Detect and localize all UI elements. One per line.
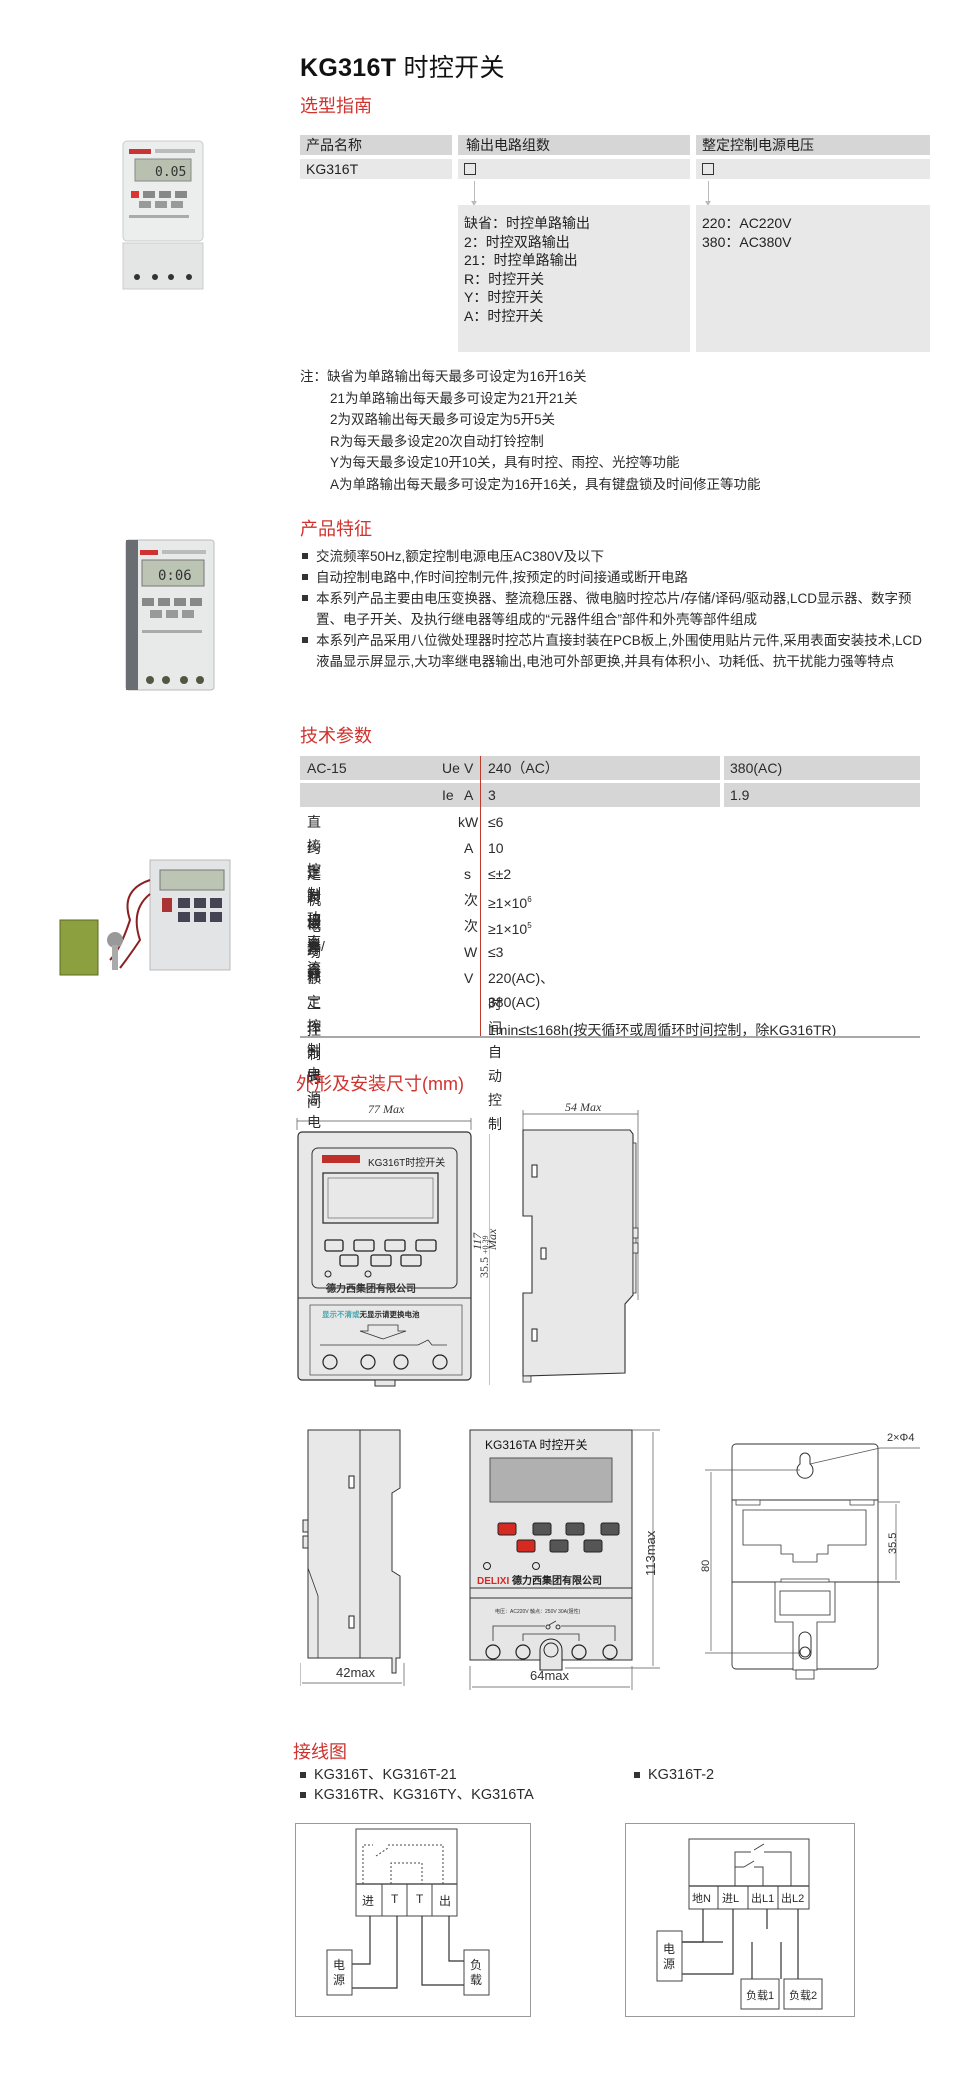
terminal-t2: T <box>416 1892 424 1906</box>
front2-label: KG316TA 时控开关 <box>485 1438 588 1452</box>
dim-height-113: 113max <box>643 1530 658 1576</box>
feature-item: 本系列产品主要由电压变换器、整流稳压器、微电脑时控芯片/存储/译码/驱动器,LC… <box>300 588 930 630</box>
voltage-checkbox <box>702 163 714 175</box>
terminal-t1: T <box>391 1892 399 1906</box>
wiring-diagram-2: 地N 进L 出L1 出L2 电源 负载1 负载2 <box>625 1823 855 2017</box>
terminal-out: 出 <box>439 1894 452 1908</box>
load1-label: 负载1 <box>746 1990 775 2002</box>
tech-row-ie: Ie A 3 1.9 <box>300 783 920 807</box>
output-checkbox <box>464 163 476 175</box>
front1-label: KG316T时控开关 <box>368 1158 446 1169</box>
product-photo-kg316t: 0.05 <box>115 135 215 293</box>
voltage-options: 220：AC220V 380：AC380V <box>696 205 930 352</box>
table-divider <box>480 756 481 1036</box>
front1-company: 德力西集团有限公司 <box>326 1284 416 1295</box>
dim-holes: 2×Φ4 <box>887 1432 915 1444</box>
model-name: KG316T <box>300 54 397 82</box>
dim-width-64: 64max <box>530 1668 570 1683</box>
section-wiring-title: 接线图 <box>293 1742 347 1762</box>
sel-product-value: KG316T <box>300 159 452 179</box>
front2-company: DELIXI 德力西集团有限公司 <box>477 1576 603 1587</box>
section-tech-title: 技术参数 <box>300 726 372 746</box>
product-photo-kg316ty <box>50 850 240 980</box>
product-photo-kg316t-2: 0:06 <box>120 530 220 695</box>
load2-label: 负载2 <box>789 1990 818 2002</box>
wiring-model-item: KG316T、KG316T-21 <box>298 1765 534 1785</box>
power-source-label: 电源 <box>663 1942 676 1971</box>
section-selection-title: 选型指南 <box>300 96 372 116</box>
front-view-kg316ta: KG316TA 时控开关 DELIXI 德力西集团有限公司 电压：AC220V … <box>465 1428 665 1698</box>
load-label: 负载 <box>470 1958 483 1987</box>
tech-params-table: AC-15 Ue V 240（AC） 380(AC) Ie A 3 1.9 直接… <box>300 756 920 1154</box>
front-view-kg316t: 77 Max KG316T时控开关 德力西集团有限公司 显示不清或无显示请更换电… <box>290 1100 499 1400</box>
title-cn: 时控开关 <box>403 54 505 82</box>
section-features-title: 产品特征 <box>300 519 372 539</box>
arrow-down-icon <box>471 181 477 206</box>
terminal-out-l1: 出L1 <box>751 1893 775 1905</box>
arrow-down-icon <box>705 181 711 206</box>
page-title: KG316T 时控开关 <box>300 48 505 84</box>
sel-voltage-checkbox-cell <box>696 159 930 179</box>
terminal-in-l: 进L <box>722 1893 740 1905</box>
wiring-model-item: KG316TR、KG316TY、KG316TA <box>298 1785 534 1805</box>
svg-text:0.05: 0.05 <box>155 165 186 180</box>
feature-item: 本系列产品采用八位微处理器时控芯片直接封装在PCB板上,外围使用贴片元件,采用表… <box>300 630 930 672</box>
svg-text:0:06: 0:06 <box>158 568 192 584</box>
features-list: 交流频率50Hz,额定控制电源电压AC380V及以下 自动控制电路中,作时间控制… <box>300 546 930 672</box>
feature-item: 自动控制电路中,作时间控制元件,按预定的时间接通或断开电路 <box>300 567 930 588</box>
wiring-models-right: KG316T-2 <box>632 1765 714 1785</box>
feature-item: 交流频率50Hz,额定控制电源电压AC380V及以下 <box>300 546 930 567</box>
output-options: 缺省：时控单路输出 2：时控双路输出 21：时控单路输出 R：时控开关 Y：时控… <box>458 205 690 352</box>
selection-notes: 注：缺省为单路输出每天最多可设定为16开16关 21为单路输出每天最多可设定为2… <box>300 369 761 492</box>
front1-warning: 显示不清或无显示请更换电池 <box>322 1310 420 1319</box>
terminal-out-l2: 出L2 <box>781 1893 805 1905</box>
wiring-model-item: KG316T-2 <box>632 1765 714 1785</box>
side-view-kg316t: 54 Max 35.5 +0.39 <box>477 1100 660 1400</box>
wiring-models-left: KG316T、KG316T-21 KG316TR、KG316TY、KG316TA <box>298 1765 534 1805</box>
dim-rail-35-5: 35.5 +0.39 <box>477 1235 491 1278</box>
power-source-label: 电源 <box>333 1958 346 1987</box>
dim-height-80: 80 <box>700 1559 712 1572</box>
table-bottom-border <box>300 1036 920 1038</box>
terminal-ground-n: 地N <box>692 1893 711 1905</box>
sel-header-product: 产品名称 <box>300 135 452 155</box>
back-view-mounting: 2×Φ4 80 35.5 <box>700 1430 950 1690</box>
side-view-kg316ta: 42max <box>299 1428 430 1688</box>
dim-width-42: 42max <box>336 1665 376 1680</box>
dim-width-77: 77 Max <box>368 1102 405 1116</box>
section-dimensions-title: 外形及安装尺寸(mm) <box>296 1074 464 1094</box>
dim-rail-35-5-back: 35.5 <box>887 1532 899 1554</box>
sel-output-checkbox-cell <box>458 159 690 179</box>
wiring-diagram-1: 进 T T 出 电源 负载 <box>295 1823 531 2017</box>
dim-width-54: 54 Max <box>565 1100 602 1114</box>
sel-header-voltage: 整定控制电源电压 <box>696 135 930 155</box>
tech-row-ue: AC-15 Ue V 240（AC） 380(AC) <box>300 756 920 780</box>
front2-rating: 电压：AC220V 触点：250V 30A(阻性) <box>495 1609 581 1615</box>
terminal-in: 进 <box>362 1894 375 1908</box>
sel-header-output: 输出电路组数 <box>458 135 690 155</box>
